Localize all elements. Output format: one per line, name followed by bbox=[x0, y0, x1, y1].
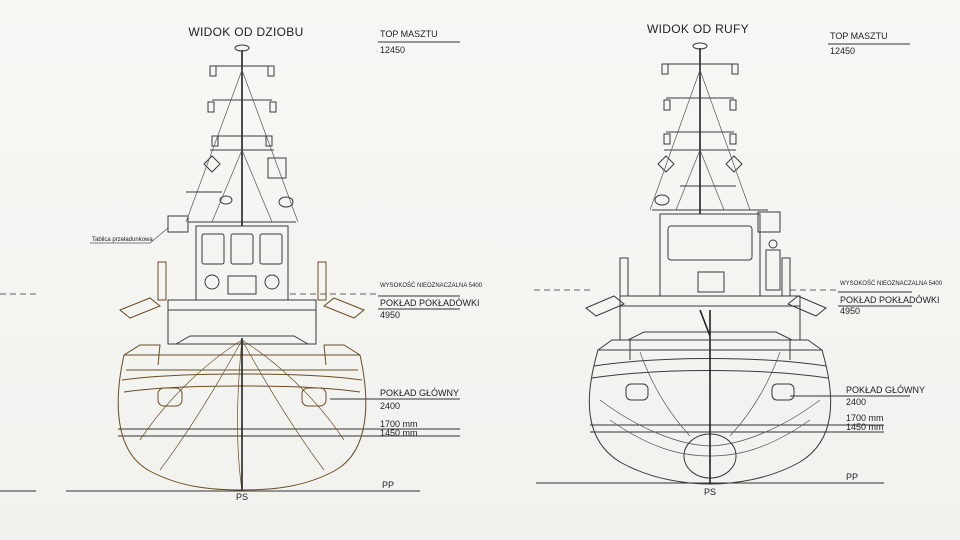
bow-porthole-port bbox=[204, 274, 220, 290]
stern-hull bbox=[588, 310, 832, 485]
bow-anchor-port bbox=[157, 387, 183, 407]
bow-mast-top-value: 12450 bbox=[380, 45, 405, 55]
stern-mast-top-value: 12450 bbox=[830, 46, 855, 56]
bow-view-title: WIDOK OD DZIOBU bbox=[188, 25, 303, 39]
stern-mast-top-label: TOP MASZTU bbox=[830, 31, 888, 41]
bow-mast-top-light bbox=[234, 44, 250, 52]
bow-boat-port bbox=[119, 297, 161, 319]
bow-anchor-stbd bbox=[301, 387, 327, 407]
bow-day-shape-port bbox=[203, 155, 221, 173]
stern-mast bbox=[649, 42, 751, 214]
stern-baseline-label: PP bbox=[846, 472, 858, 482]
bow-main-deck-label: POKŁAD GŁÓWNY bbox=[380, 388, 459, 398]
stern-centerline-label: PS bbox=[704, 487, 716, 497]
stern-deckhouse-value: 4950 bbox=[840, 306, 860, 316]
stern-day-shape-port bbox=[657, 155, 675, 173]
bow-window-2 bbox=[230, 233, 254, 265]
bow-porthole-stbd bbox=[264, 274, 280, 290]
bow-baseline-label: PP bbox=[382, 480, 394, 490]
bow-draft-1: 1700 mm bbox=[380, 419, 418, 429]
bow-deckhouse-value: 4950 bbox=[380, 310, 400, 320]
bow-radome bbox=[278, 196, 294, 208]
stern-view-title: WIDOK OD RUFY bbox=[647, 22, 749, 36]
stern-deckhouse bbox=[585, 209, 827, 341]
bow-callout-text: Tablica przeładunkowa bbox=[92, 237, 153, 243]
bow-boat-stbd bbox=[323, 297, 365, 319]
stern-mast-top-light bbox=[692, 42, 708, 50]
bow-deckhouse bbox=[119, 215, 365, 345]
bow-window-3 bbox=[259, 233, 283, 265]
bow-mast-top-label: TOP MASZTU bbox=[380, 29, 438, 39]
stern-fender-port bbox=[625, 383, 649, 401]
bow-mast bbox=[185, 44, 299, 226]
stern-panel bbox=[757, 211, 781, 233]
stern-day-shape-stbd bbox=[725, 155, 743, 173]
stern-aft-window bbox=[667, 225, 753, 261]
stern-draft-2: 1450 mm bbox=[846, 422, 884, 432]
stern-main-deck-label: POKŁAD GŁÓWNY bbox=[846, 385, 925, 395]
stern-boat-port bbox=[585, 295, 625, 317]
bow-view: WIDOK OD DZIOBU TOP MASZTU 12450 WYSOKOŚ… bbox=[0, 25, 483, 502]
bow-main-deck-value: 2400 bbox=[380, 401, 400, 411]
stern-fender-stbd bbox=[771, 383, 795, 401]
bow-callout-leader bbox=[90, 227, 169, 244]
stern-view: WIDOK OD RUFY TOP MASZTU 12450 WYSOKOŚĆ … bbox=[534, 22, 943, 497]
stern-main-deck-value: 2400 bbox=[846, 397, 866, 407]
bow-cargo-board bbox=[167, 215, 189, 233]
stern-boat-stbd bbox=[787, 295, 827, 317]
stern-radome bbox=[654, 194, 670, 206]
stern-clearance-note: WYSOKOŚĆ NIEOZNACZALNA 5400 bbox=[840, 279, 943, 287]
stern-deckhouse-label: POKŁAD POKŁADÓWKI bbox=[840, 295, 940, 305]
bow-deckhouse-label: POKŁAD POKŁADÓWKI bbox=[380, 298, 480, 308]
bow-clearance-note: WYSOKOŚĆ NIEOZNACZALNA 5400 bbox=[380, 281, 483, 289]
bow-window-1 bbox=[201, 233, 225, 265]
stern-wheelhouse bbox=[659, 213, 761, 297]
bow-radar-port bbox=[219, 195, 233, 205]
bow-centerline-label: PS bbox=[236, 492, 248, 502]
stern-draft-1: 1700 mm bbox=[846, 413, 884, 423]
bow-day-shape-stbd bbox=[267, 157, 287, 179]
bow-hull bbox=[117, 338, 367, 491]
bow-draft-2: 1450 mm bbox=[380, 428, 418, 438]
